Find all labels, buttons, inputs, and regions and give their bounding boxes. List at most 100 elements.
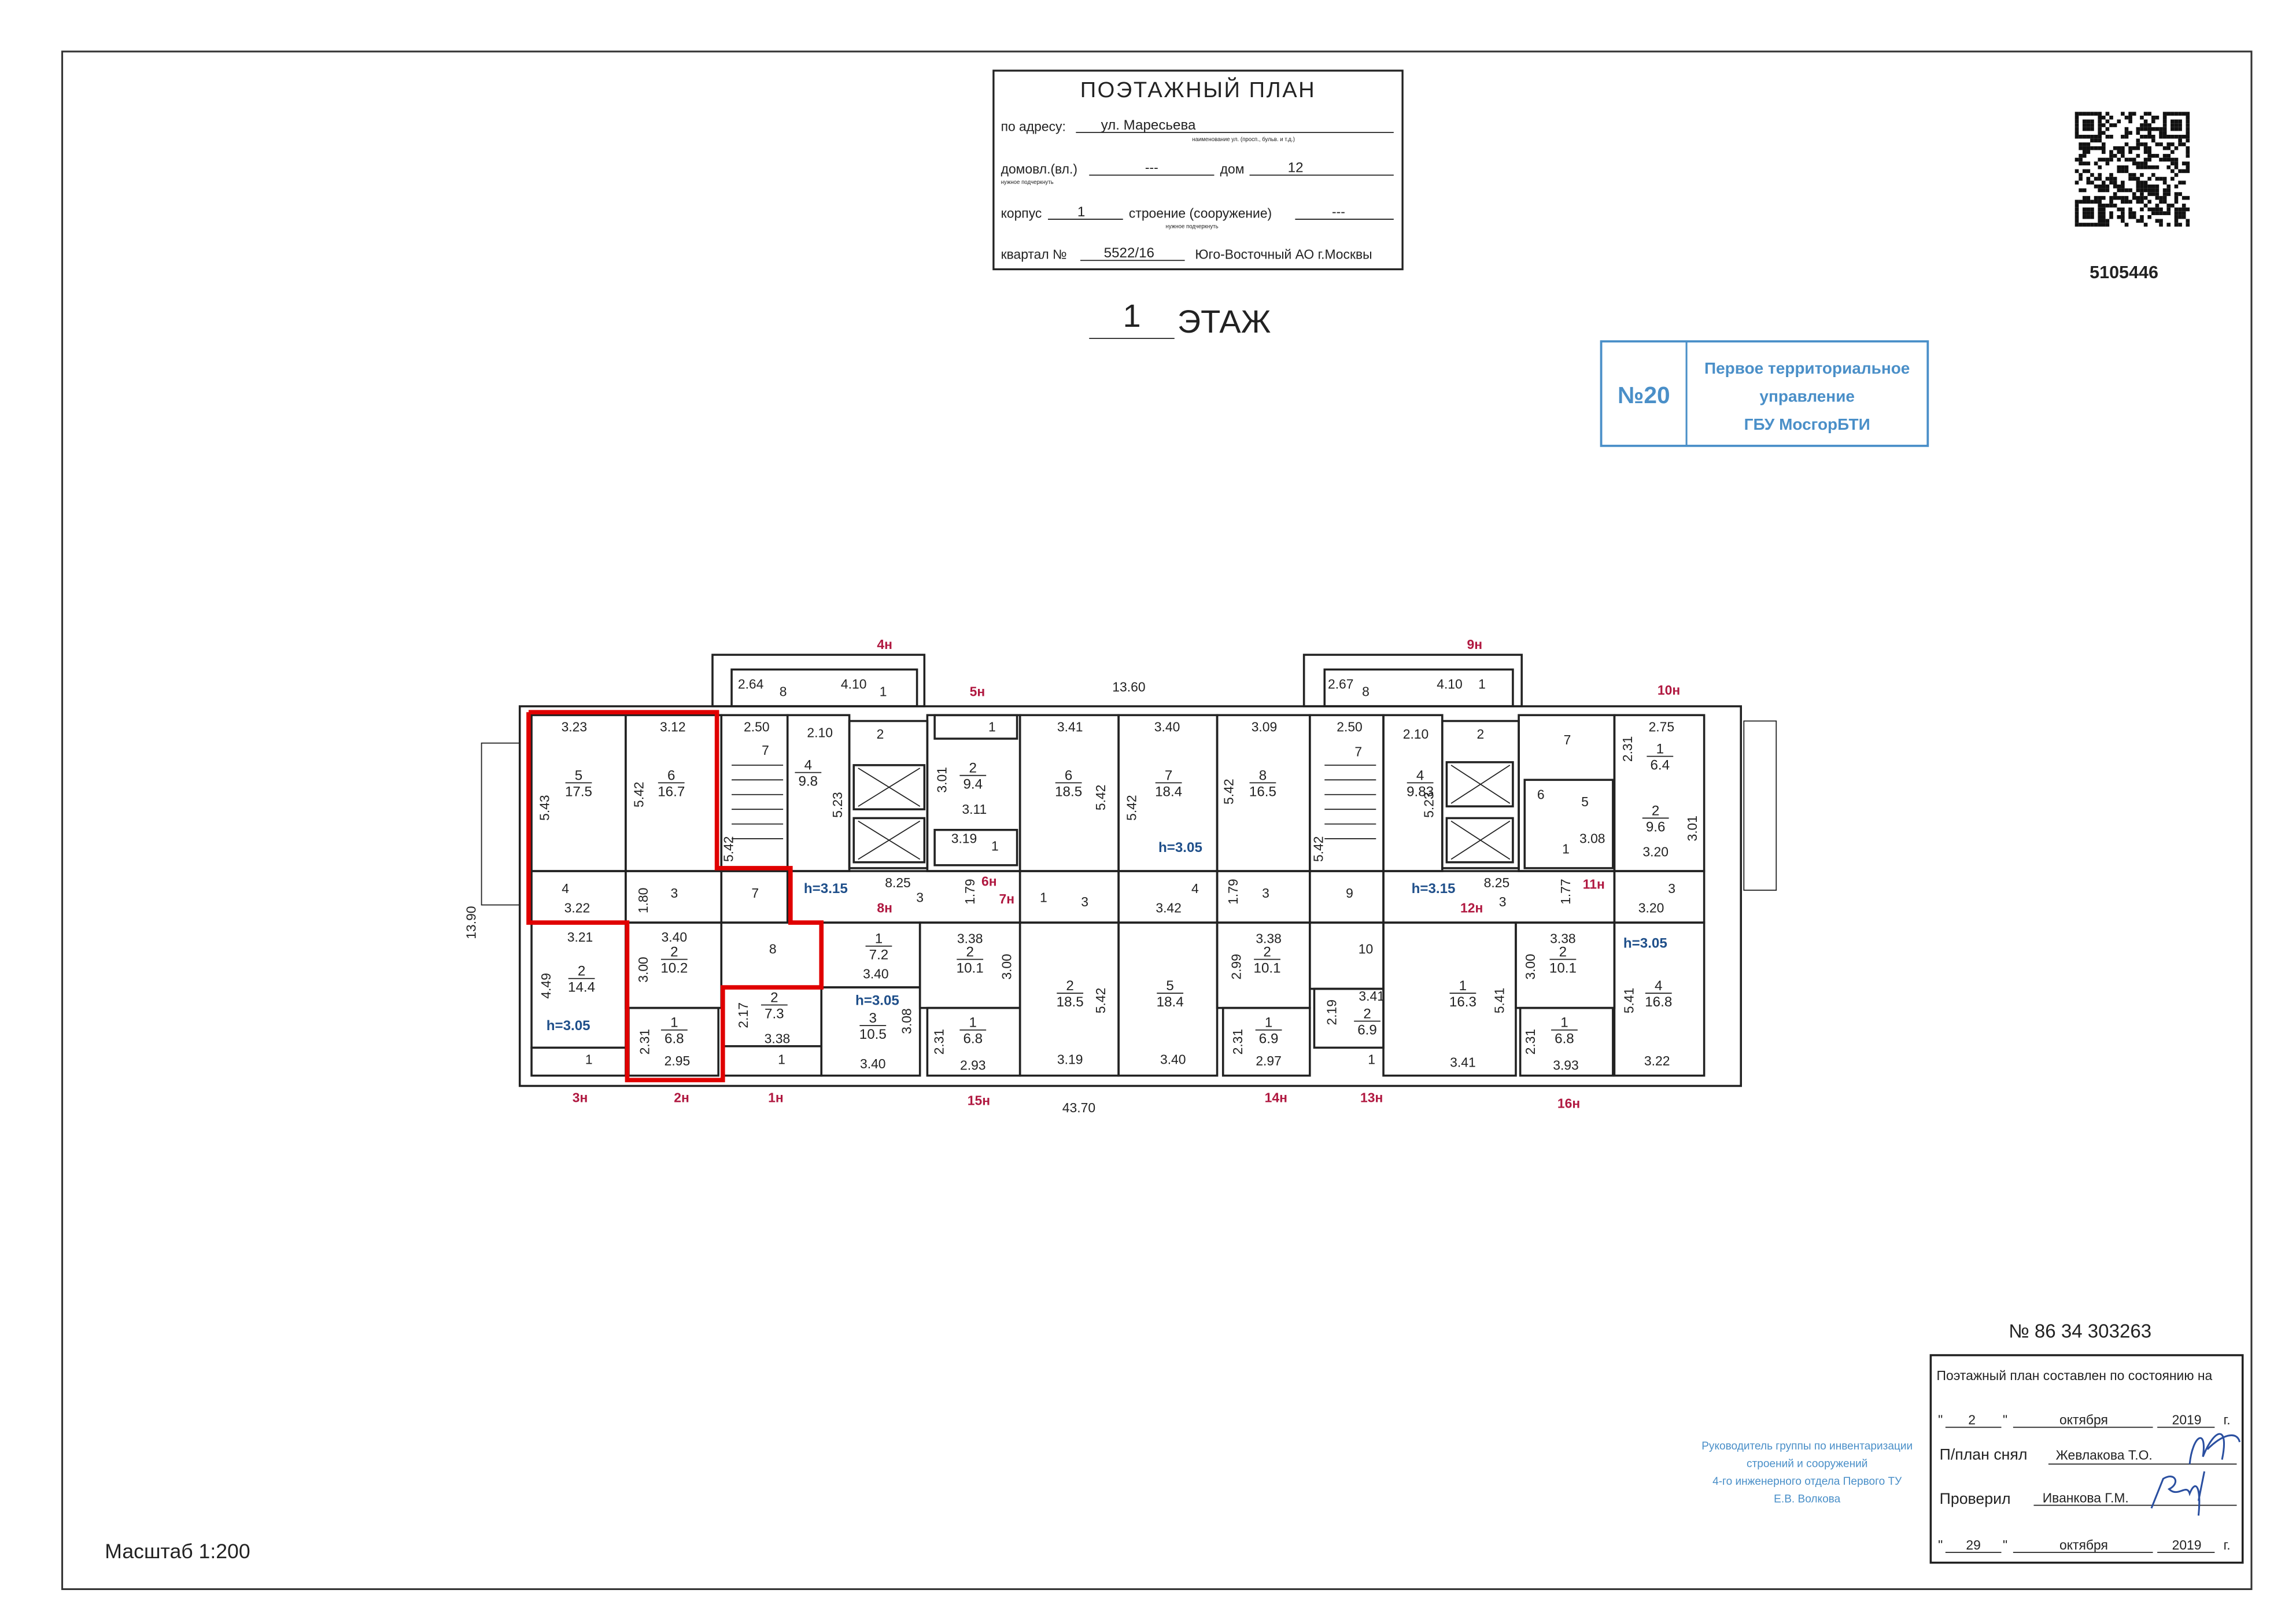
qr-module bbox=[2147, 123, 2151, 127]
plan-vertical-dimension: 2.31 bbox=[931, 1029, 946, 1055]
qr-module bbox=[2181, 169, 2186, 174]
qr-module bbox=[2098, 119, 2102, 124]
wall bbox=[852, 764, 926, 810]
qr-module bbox=[2151, 211, 2155, 215]
qr-module bbox=[2079, 157, 2083, 162]
qr-module bbox=[2094, 176, 2098, 181]
window-marker: 10н bbox=[1658, 683, 1680, 698]
korpus-label: корпус bbox=[1001, 206, 1042, 221]
qr-module bbox=[2162, 112, 2167, 116]
window-marker: 8н bbox=[877, 900, 892, 915]
room-area: 18.4 bbox=[1157, 994, 1184, 1010]
qr-module bbox=[2082, 223, 2087, 227]
qr-module bbox=[2082, 150, 2087, 154]
qr-module bbox=[2098, 173, 2102, 177]
qr-module bbox=[2128, 131, 2132, 135]
wall bbox=[1445, 817, 1514, 864]
room-area: 7.3 bbox=[765, 1006, 784, 1021]
qr-module bbox=[2124, 135, 2129, 139]
qr-module bbox=[2166, 112, 2171, 116]
room-number: 2 bbox=[966, 945, 973, 960]
room-number: 4 bbox=[804, 757, 812, 773]
qr-module bbox=[2117, 185, 2121, 189]
qr-module bbox=[2074, 169, 2079, 174]
qr-module bbox=[2098, 127, 2102, 131]
qr-module bbox=[2086, 207, 2091, 212]
qr-module bbox=[2155, 211, 2160, 215]
plan-dimension-label: 3.38 bbox=[1550, 931, 1576, 946]
bti-stamp: №20 Первое территориальное управление ГБ… bbox=[1600, 340, 1929, 447]
qr-module bbox=[2124, 169, 2129, 174]
qr-module bbox=[2151, 207, 2155, 212]
plan-dimension-label: 3.20 bbox=[1638, 900, 1664, 915]
qr-module bbox=[2178, 142, 2182, 146]
room-number: 2 bbox=[770, 990, 778, 1005]
plan-vertical-dimension: 1.77 bbox=[1558, 879, 1573, 905]
qr-module bbox=[2140, 219, 2144, 223]
qr-module bbox=[2109, 135, 2113, 139]
qr-module bbox=[2155, 154, 2160, 158]
qr-module bbox=[2090, 173, 2094, 177]
qr-module bbox=[2136, 219, 2140, 223]
qr-module bbox=[2171, 169, 2175, 174]
qr-module bbox=[2166, 157, 2171, 162]
qr-module bbox=[2109, 180, 2113, 185]
qr-module bbox=[2140, 180, 2144, 185]
qr-module bbox=[2147, 188, 2151, 193]
wall bbox=[722, 1045, 823, 1077]
plan-dimension-label: 3.40 bbox=[662, 929, 688, 945]
qr-module bbox=[2143, 196, 2148, 200]
qr-module bbox=[2074, 223, 2079, 227]
taken-name: Жевлакова Т.О. bbox=[2056, 1448, 2153, 1463]
qr-module bbox=[2079, 135, 2083, 139]
qr-module bbox=[2124, 131, 2129, 135]
kvartal-label: квартал № bbox=[1001, 247, 1067, 262]
qr-module bbox=[2082, 169, 2087, 174]
qr-module bbox=[2181, 180, 2186, 185]
qr-module bbox=[2174, 211, 2179, 215]
qr-module bbox=[2086, 142, 2091, 146]
qr-module bbox=[2121, 154, 2125, 158]
qr-module bbox=[2128, 157, 2132, 162]
qr-module bbox=[2186, 196, 2190, 200]
ceiling-height-label: h=3.05 bbox=[855, 993, 899, 1009]
plan-vertical-dimension: 3.01 bbox=[1685, 816, 1700, 842]
plan-dimension-label: 3.38 bbox=[765, 1031, 791, 1046]
qr-module bbox=[2117, 157, 2121, 162]
window-marker: 2н bbox=[674, 1090, 689, 1105]
document-id: 5105446 bbox=[2090, 263, 2158, 282]
qr-module bbox=[2102, 142, 2106, 146]
date1-year: 2019 bbox=[2172, 1412, 2202, 1427]
qr-module bbox=[2124, 165, 2129, 169]
plan-dimension-label: 3.42 bbox=[1156, 900, 1182, 915]
qr-module bbox=[2124, 196, 2129, 200]
qr-module bbox=[2117, 188, 2121, 193]
qr-module bbox=[2166, 188, 2171, 193]
qr-module bbox=[2178, 135, 2182, 139]
wall bbox=[1018, 870, 1120, 924]
qr-module bbox=[2171, 123, 2175, 127]
qr-module bbox=[2121, 135, 2125, 139]
plan-vertical-dimension: 1.79 bbox=[962, 879, 977, 905]
qr-module bbox=[2162, 119, 2167, 124]
qr-module bbox=[2132, 176, 2136, 181]
qr-module bbox=[2136, 188, 2140, 193]
qr-module bbox=[2079, 200, 2083, 204]
room-area: 6.8 bbox=[1555, 1031, 1574, 1047]
qr-module bbox=[2166, 207, 2171, 212]
address-hint: наименование ул. (просп., бульв. и т.д.) bbox=[1192, 137, 1295, 143]
qr-module bbox=[2082, 215, 2087, 219]
stamp-line3: ГБУ МосгорБТИ bbox=[1744, 415, 1870, 433]
qr-module bbox=[2162, 131, 2167, 135]
room-area: 18.5 bbox=[1057, 994, 1084, 1010]
room-area: 10.1 bbox=[957, 961, 984, 976]
qr-module bbox=[2113, 185, 2117, 189]
qr-module bbox=[2178, 215, 2182, 219]
qr-module bbox=[2090, 112, 2094, 116]
plan-dimension-label: 1 bbox=[1368, 1052, 1375, 1067]
qr-module bbox=[2174, 119, 2179, 124]
qr-module bbox=[2117, 165, 2121, 169]
date1-month: октября bbox=[2059, 1412, 2108, 1427]
qr-module bbox=[2171, 161, 2175, 165]
qr-module bbox=[2162, 196, 2167, 200]
